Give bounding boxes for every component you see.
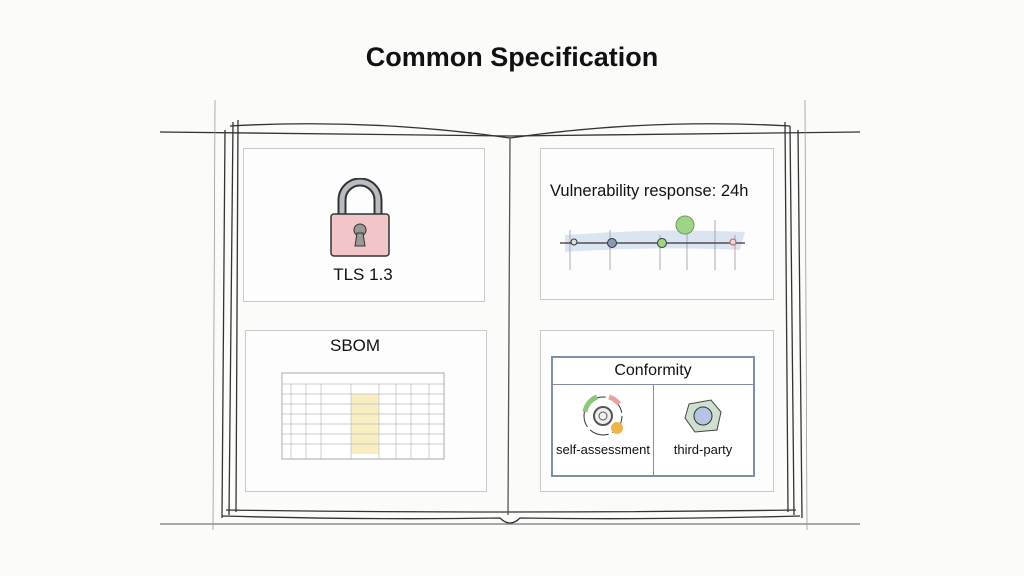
tls-label: TLS 1.3 (333, 265, 393, 284)
option-third-party: third-party (673, 442, 733, 457)
conformity-header: Conformity (553, 358, 753, 385)
self-assessment-cycle-icon (582, 394, 623, 436)
option-self-assessment: self-assessment (556, 442, 650, 457)
padlock-icon (330, 178, 390, 257)
sbom-label: SBOM (330, 336, 381, 355)
page-title: Common Specification (365, 42, 659, 72)
spreadsheet-icon (281, 372, 445, 460)
panel-vulnerability (540, 148, 774, 300)
timeline-icon (560, 215, 745, 270)
third-party-badge-icon (684, 399, 722, 433)
conformity-table: Conformity self-assessment third-party (551, 356, 755, 477)
vulnerability-label: Vulnerability response: 24h (550, 182, 749, 200)
conformity-divider (653, 384, 654, 475)
